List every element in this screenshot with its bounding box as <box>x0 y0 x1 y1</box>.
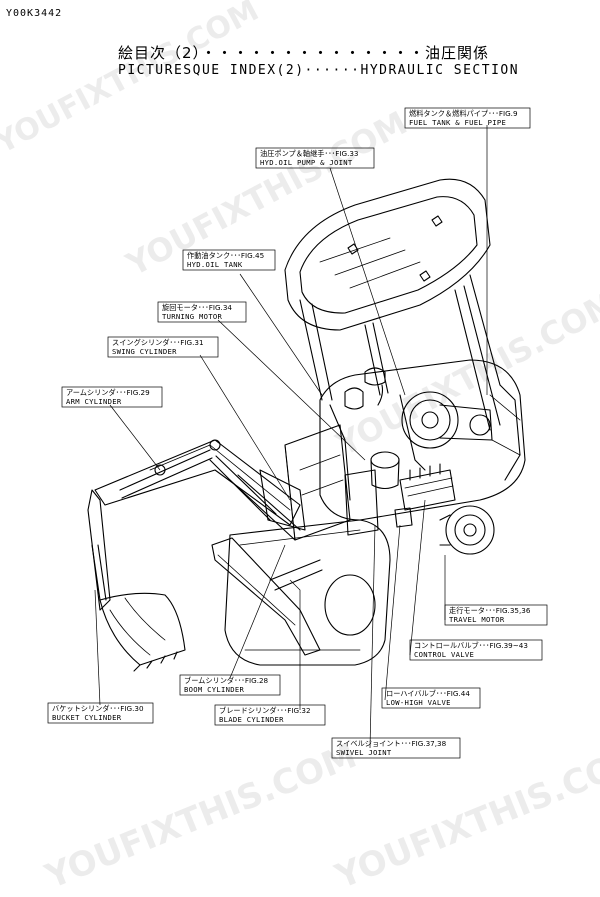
callout-swivel-joint: スイベルジョイント･･･FIG.37,38 SWIVEL JOINT <box>336 739 447 757</box>
callout-bucket-cylinder: バケットシリンダ･･･FIG.30 BUCKET CYLINDER <box>52 704 144 722</box>
turning-motor-block <box>344 469 379 536</box>
callout-turning-motor: 旋回モータ･･･FIG.34 TURNING MOTOR <box>162 303 232 321</box>
low-high-valve <box>394 507 413 528</box>
callout-hyd-tank: 作動油タンク･･･FIG.45 HYD.OIL TANK <box>187 251 265 269</box>
leader-low-high-valve <box>384 524 401 701</box>
boom <box>94 439 301 526</box>
bucket <box>99 592 186 666</box>
page-title-en: PICTURESQUE INDEX(2)······HYDRAULIC SECT… <box>118 63 520 78</box>
canopy-pillar-left <box>299 299 333 401</box>
dozer-blade <box>211 537 321 656</box>
canopy-roof-inner <box>299 196 478 314</box>
leader-swivel-joint <box>369 524 376 749</box>
leader-bucket-cylinder <box>94 589 101 706</box>
callout-control-valve: コントロールバルブ･･･FIG.39~43 CONTROL VALVE <box>414 641 528 659</box>
control-valve-block <box>399 469 456 511</box>
swing-cylinder <box>209 455 277 521</box>
leader-boom-cylinder <box>229 544 286 679</box>
leader-blade-cylinder <box>289 579 301 710</box>
callout-boom-cylinder: ブームシリンダ･･･FIG.28 BOOM CYLINDER <box>184 676 269 694</box>
leader-hyd-tank <box>239 273 323 396</box>
drive-sprocket <box>324 574 376 636</box>
page-title-jp: 絵目次（2）・・・・・・・・・・・・・・油圧関係 <box>118 44 490 62</box>
turning-motor <box>370 451 400 469</box>
flywheel <box>401 391 459 449</box>
callout-travel-motor: 走行モータ･･･FIG.35,36 TRAVEL MOTOR <box>449 606 531 624</box>
callout-swing-cylinder: スイングシリンダ･･･FIG.31 SWING CYLINDER <box>112 338 204 356</box>
upper-frame <box>319 359 526 521</box>
leader-arm-cylinder <box>109 404 161 471</box>
callout-fuel-tank: 燃料タンク＆燃料パイプ･･･FIG.9 FUEL TANK & FUEL PIP… <box>409 109 518 127</box>
leader-control-valve <box>409 499 426 656</box>
excavator-illustration <box>47 107 548 759</box>
leader-turning-motor <box>217 319 366 461</box>
canopy-roof <box>284 178 491 331</box>
travel-motor <box>445 505 495 555</box>
document-id: Y00K3442 <box>6 8 63 19</box>
arm <box>87 489 111 611</box>
track-frame <box>224 519 391 666</box>
hyd-pump <box>439 404 493 441</box>
callout-blade-cylinder: ブレードシリンダ･･･FIG.32 BLADE CYLINDER <box>219 706 311 724</box>
callout-hyd-pump: 油圧ポンプ＆軸継手･･･FIG.33 HYD.OIL PUMP & JOINT <box>260 149 359 167</box>
leader-swing-cylinder <box>199 354 291 501</box>
leader-hyd-pump <box>329 167 406 396</box>
blade-cylinder <box>269 559 323 591</box>
boom-cylinder <box>229 474 301 541</box>
tank-cap <box>344 387 364 410</box>
callout-arm-cylinder: アームシリンダ･･･FIG.29 ARM CYLINDER <box>66 388 150 406</box>
callout-low-high-valve: ローハイバルブ･･･FIG.44 LOW-HIGH VALVE <box>386 689 470 707</box>
bucket-cylinder <box>91 544 107 601</box>
